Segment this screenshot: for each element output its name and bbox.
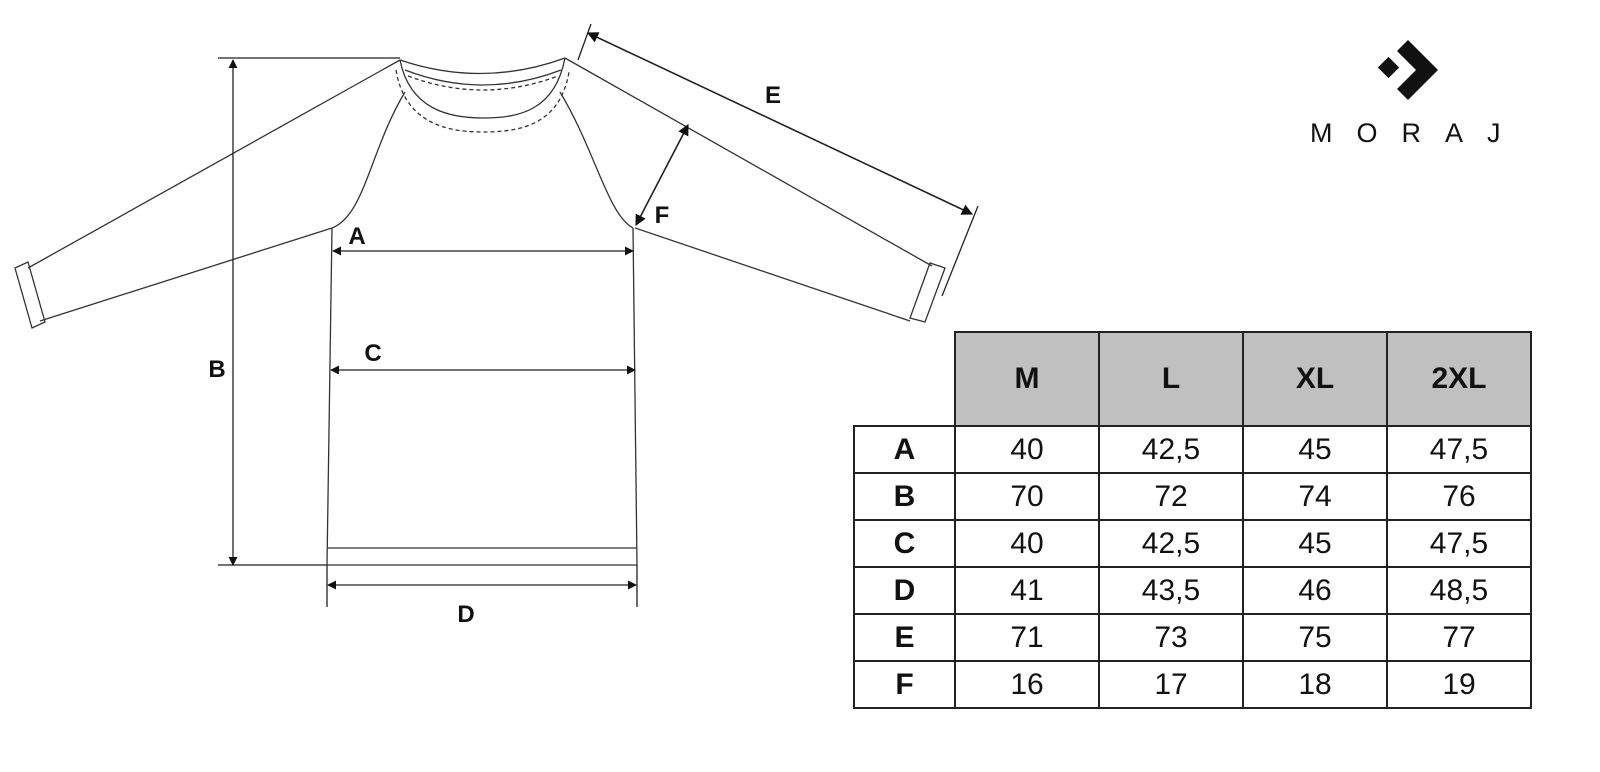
table-cell: 47,5 xyxy=(1386,519,1532,568)
table-cell: 77 xyxy=(1386,613,1532,662)
row-header: A xyxy=(853,425,956,474)
table-header-row: M L XL 2XL xyxy=(854,331,1532,427)
table-cell: 17 xyxy=(1098,660,1244,709)
arrow-e xyxy=(586,32,974,215)
table-cell: 45 xyxy=(1242,425,1388,474)
label-d: D xyxy=(457,601,475,628)
table-cell: 19 xyxy=(1386,660,1532,709)
row-header: F xyxy=(853,660,956,709)
table-cell: 75 xyxy=(1242,613,1388,662)
measure-lines xyxy=(218,23,979,607)
table-cell: 47,5 xyxy=(1386,425,1532,474)
arrow-f xyxy=(635,124,689,226)
column-header: XL xyxy=(1242,331,1388,427)
table-cell: 70 xyxy=(954,472,1100,521)
row-header: E xyxy=(853,613,956,662)
table-cell: 40 xyxy=(954,519,1100,568)
table-cell: 42,5 xyxy=(1098,519,1244,568)
table-cell: 43,5 xyxy=(1098,566,1244,615)
table-cell: 48,5 xyxy=(1386,566,1532,615)
label-c: C xyxy=(364,340,382,367)
table-cell: 74 xyxy=(1242,472,1388,521)
row-header: B xyxy=(853,472,956,521)
label-b: B xyxy=(208,356,226,383)
table-cell: 45 xyxy=(1242,519,1388,568)
table-cell: 71 xyxy=(954,613,1100,662)
label-e: E xyxy=(764,82,782,109)
table-cell: 73 xyxy=(1098,613,1244,662)
corner-cell xyxy=(854,332,956,427)
row-header: D xyxy=(853,566,956,615)
shirt-outline xyxy=(14,57,946,566)
table-cell: 42,5 xyxy=(1098,425,1244,474)
moraj-logo-icon xyxy=(1377,40,1438,100)
table-cell: 72 xyxy=(1098,472,1244,521)
label-f: F xyxy=(654,202,670,229)
column-header: L xyxy=(1098,331,1244,427)
table-cell: 16 xyxy=(954,660,1100,709)
brand-name: MORAJ xyxy=(1310,118,1525,148)
column-header: 2XL xyxy=(1386,331,1532,427)
table-cell: 46 xyxy=(1242,566,1388,615)
label-a: A xyxy=(348,223,366,250)
row-header: C xyxy=(853,519,956,568)
table-cell: 40 xyxy=(954,425,1100,474)
table-cell: 76 xyxy=(1386,472,1532,521)
table-cell: 18 xyxy=(1242,660,1388,709)
column-header: M xyxy=(954,331,1100,427)
table-cell: 41 xyxy=(954,566,1100,615)
